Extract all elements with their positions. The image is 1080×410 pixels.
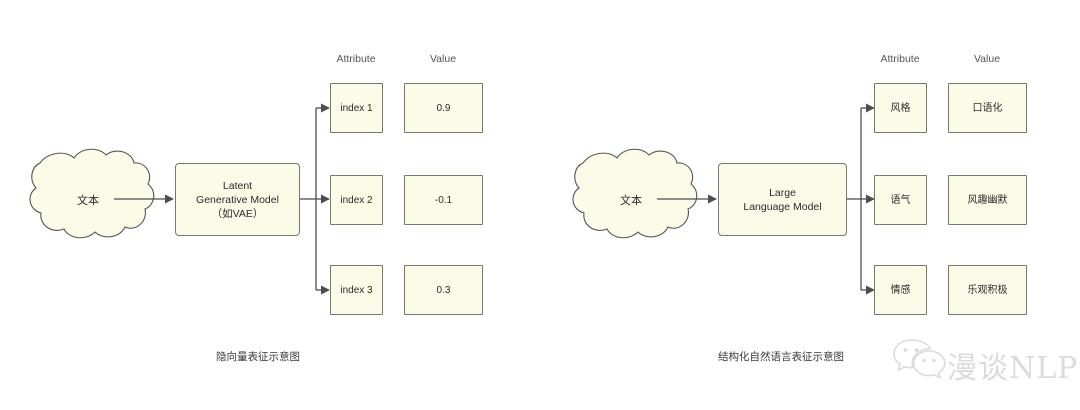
right-attribute-cell-3[interactable]: 情感 bbox=[874, 265, 927, 315]
right-value-cell-1[interactable]: 口语化 bbox=[948, 83, 1027, 133]
right-model-node[interactable]: Large Language Model bbox=[718, 163, 847, 236]
left-model-node[interactable]: Latent Generative Model （如VAE） bbox=[175, 163, 300, 236]
right-value-cell-3[interactable]: 乐观积极 bbox=[948, 265, 1027, 315]
right-cloud-shape bbox=[572, 148, 698, 239]
right-panel-caption: 结构化自然语言表征示意图 bbox=[718, 351, 844, 363]
left-model-line-3: （如VAE） bbox=[211, 207, 264, 220]
left-value-cell-1[interactable]: 0.9 bbox=[404, 83, 483, 133]
right-value-column-header: Value bbox=[973, 53, 1001, 65]
left-value-cell-3[interactable]: 0.3 bbox=[404, 265, 483, 315]
left-model-line-1: Latent bbox=[222, 179, 253, 192]
left-value-cell-2[interactable]: -0.1 bbox=[404, 175, 483, 225]
left-model-line-2: Generative Model bbox=[196, 193, 279, 206]
left-attribute-column-header: Attribute bbox=[336, 53, 376, 65]
right-model-line-1: Large bbox=[769, 186, 796, 199]
right-attribute-cell-1[interactable]: 风格 bbox=[874, 83, 927, 133]
left-attribute-cell-3[interactable]: index 3 bbox=[330, 265, 383, 315]
left-cloud-shape bbox=[29, 148, 155, 239]
right-value-cell-2[interactable]: 风趣幽默 bbox=[948, 175, 1027, 225]
left-value-column-header: Value bbox=[429, 53, 457, 65]
left-attribute-cell-1[interactable]: index 1 bbox=[330, 83, 383, 133]
left-attribute-cell-2[interactable]: index 2 bbox=[330, 175, 383, 225]
right-model-line-2: Language Model bbox=[743, 200, 822, 213]
right-attribute-column-header: Attribute bbox=[880, 53, 920, 65]
left-branch-connector bbox=[300, 103, 330, 295]
right-branch-connector bbox=[847, 103, 875, 295]
right-attribute-cell-2[interactable]: 语气 bbox=[874, 175, 927, 225]
left-panel-caption: 隐向量表征示意图 bbox=[216, 351, 300, 363]
